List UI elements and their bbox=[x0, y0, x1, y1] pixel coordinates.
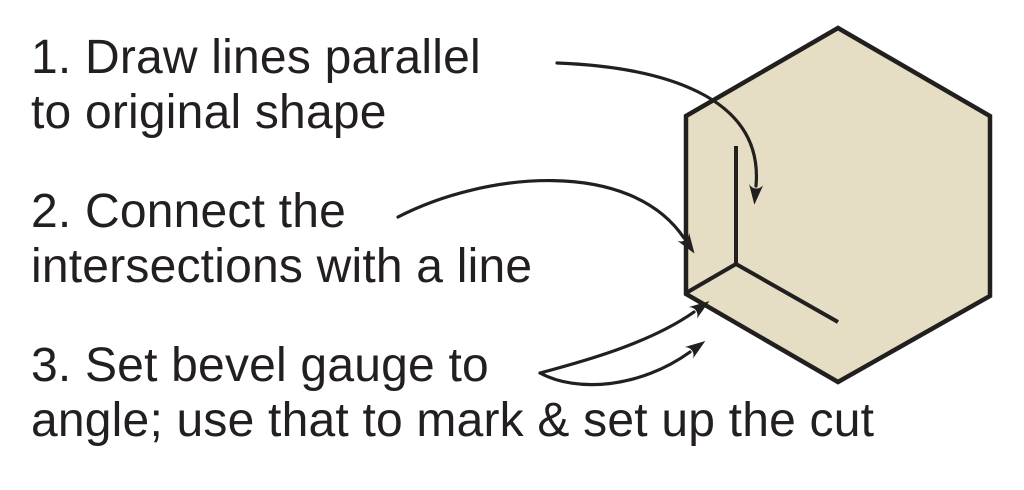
instruction-step2: 2. Connect the intersections with a line bbox=[31, 184, 532, 294]
hexagon-shape bbox=[683, 25, 993, 385]
instruction-step1-line2: to original shape bbox=[31, 86, 387, 139]
instruction-step1-line1: 1. Draw lines parallel bbox=[31, 31, 481, 84]
instruction-step3-line1: 3. Set bevel gauge to bbox=[31, 339, 489, 392]
instruction-step3: 3. Set bevel gauge to angle; use that to… bbox=[31, 338, 874, 448]
instruction-step2-line2: intersections with a line bbox=[31, 240, 533, 293]
arrow-step3-upper bbox=[538, 301, 710, 375]
instruction-step2-line1: 2. Connect the bbox=[31, 185, 347, 238]
arrow-step2 bbox=[396, 179, 695, 254]
instruction-step1: 1. Draw lines parallel to original shape bbox=[31, 30, 481, 140]
arrow-step3-lower bbox=[538, 340, 706, 387]
parallel-line-diagonal bbox=[735, 262, 839, 324]
instruction-step3-line2: angle; use that to mark & set up the cut bbox=[31, 394, 875, 447]
arrow-step1 bbox=[555, 61, 764, 205]
miter-connecting-line bbox=[684, 262, 738, 295]
